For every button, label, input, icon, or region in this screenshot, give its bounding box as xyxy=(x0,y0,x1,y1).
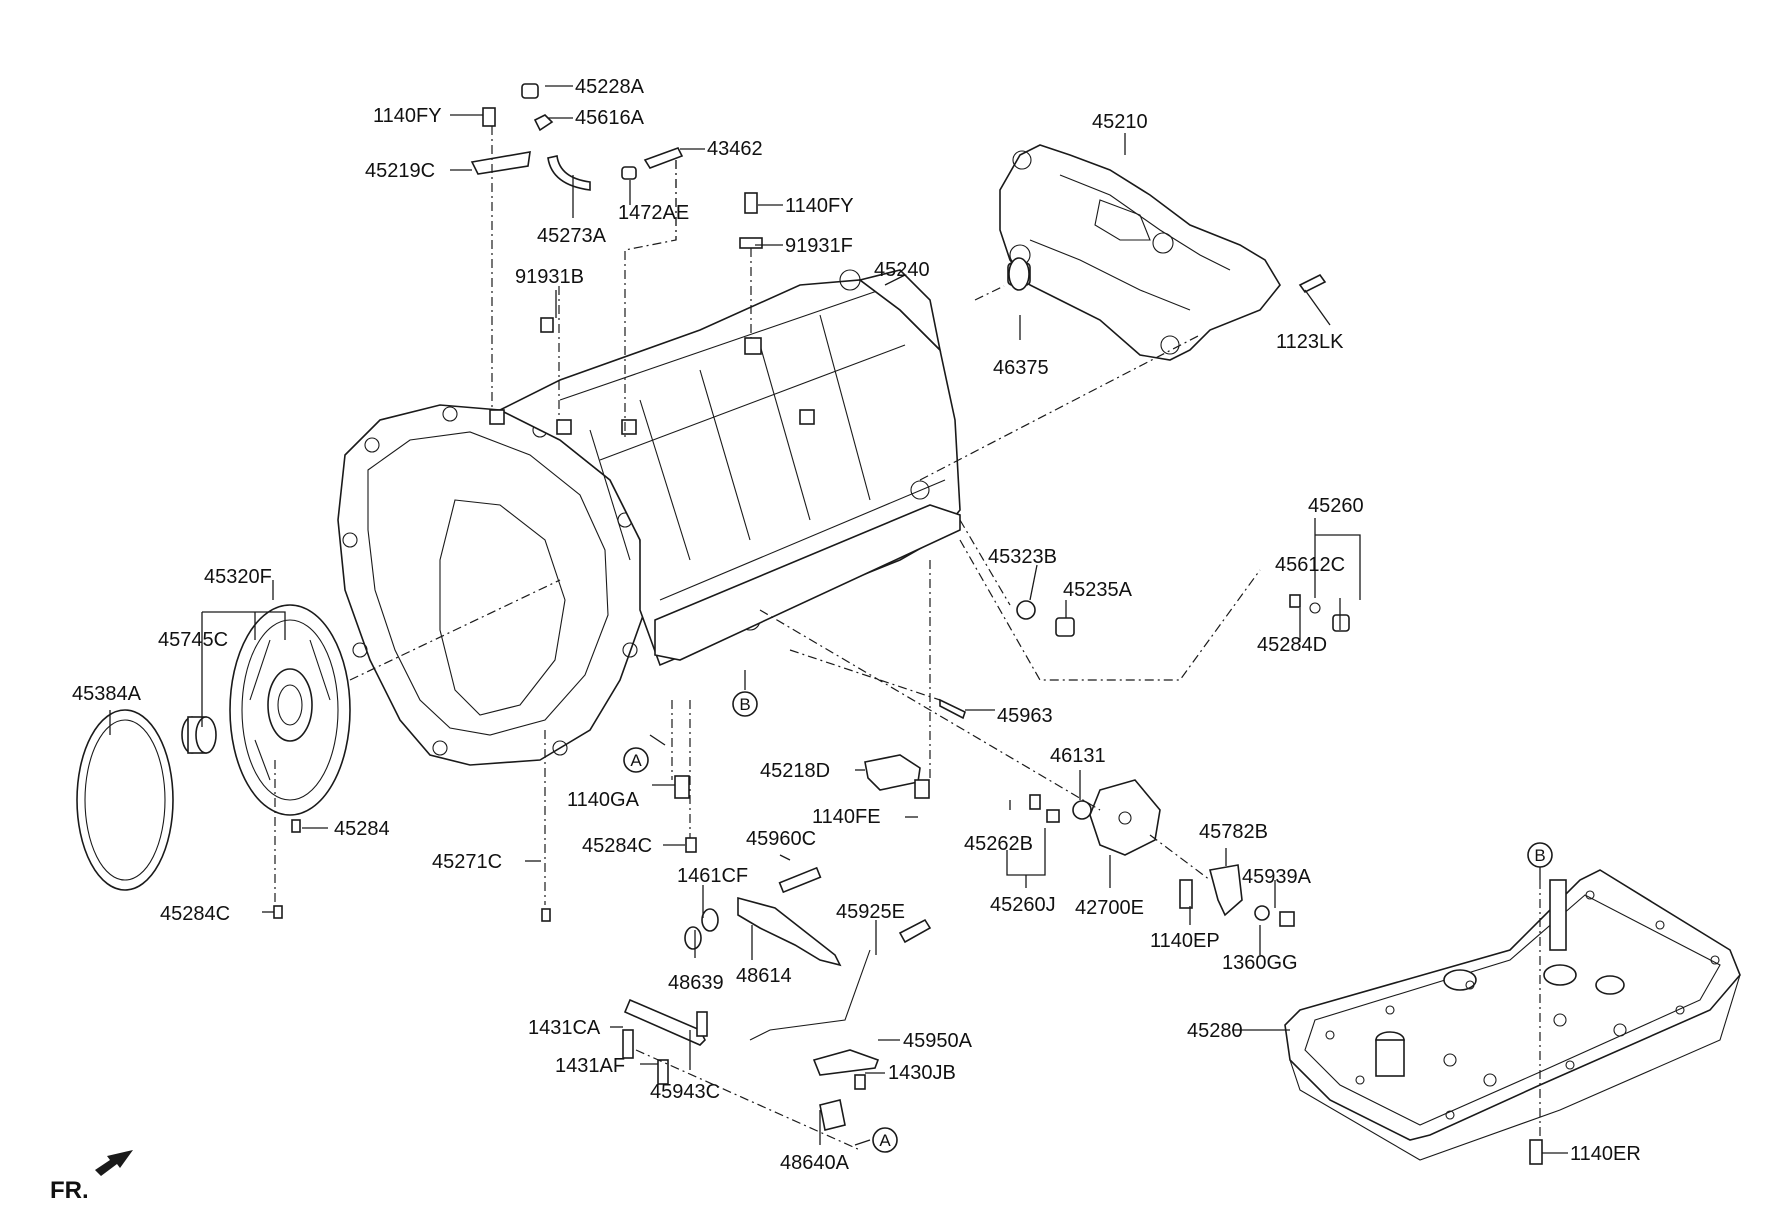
marker-a-lower: A xyxy=(872,1127,898,1153)
label-46131: 46131 xyxy=(1050,745,1106,767)
label-48640A: 48640A xyxy=(780,1152,850,1174)
pins-bottom-left[interactable] xyxy=(273,698,966,922)
pump-bushing[interactable] xyxy=(181,716,217,754)
oil-pump-assembly[interactable] xyxy=(229,604,351,816)
label-45782B: 45782B xyxy=(1199,821,1268,843)
label-45219C: 45219C xyxy=(365,160,435,182)
leader-lines xyxy=(109,85,1568,1154)
label-42700E: 42700E xyxy=(1075,897,1144,919)
position-sensor[interactable] xyxy=(1029,779,1161,856)
pump-seal-ring[interactable] xyxy=(76,709,174,891)
label-45745C: 45745C xyxy=(158,629,228,651)
fr-label: FR. xyxy=(50,1177,89,1204)
part-labels: 45228A 1140FY 45616A 43462 45219C 1472AE… xyxy=(72,76,1641,1174)
label-45273A: 45273A xyxy=(537,225,607,247)
label-45235A: 45235A xyxy=(1063,579,1133,601)
label-45218D: 45218D xyxy=(760,760,830,782)
label-45260J: 45260J xyxy=(990,894,1056,916)
label-91931F: 91931F xyxy=(785,235,853,257)
label-48614: 48614 xyxy=(736,965,792,987)
label-45323B: 45323B xyxy=(988,546,1057,568)
label-45210: 45210 xyxy=(1092,111,1148,133)
label-45228A: 45228A xyxy=(575,76,645,98)
label-1472AE: 1472AE xyxy=(618,202,689,224)
label-45284C-low: 45284C xyxy=(160,903,230,925)
bolts-top[interactable] xyxy=(540,192,1327,333)
label-1431CA: 1431CA xyxy=(528,1017,601,1039)
marker-a-lower-label: A xyxy=(879,1131,891,1150)
label-45271C: 45271C xyxy=(432,851,502,873)
label-1430JB: 1430JB xyxy=(888,1062,956,1084)
breather-assembly[interactable] xyxy=(470,83,684,191)
label-45616A: 45616A xyxy=(575,107,645,129)
label-46375: 46375 xyxy=(993,357,1049,379)
label-45284: 45284 xyxy=(334,818,390,840)
label-45284D: 45284D xyxy=(1257,634,1327,656)
label-1140GA: 1140GA xyxy=(567,789,640,811)
label-1461CF: 1461CF xyxy=(677,865,748,887)
label-45950A: 45950A xyxy=(903,1030,973,1052)
assembly-lines xyxy=(274,126,1541,1151)
transmission-case[interactable] xyxy=(337,269,961,766)
label-1140FY-mid: 1140FY xyxy=(785,195,854,217)
marker-b-left: B xyxy=(732,691,758,717)
label-1360GG: 1360GG xyxy=(1222,952,1298,974)
label-1140EP: 1140EP xyxy=(1150,930,1220,952)
label-45925E: 45925E xyxy=(836,901,905,923)
plugs-right[interactable] xyxy=(1016,594,1350,637)
label-1123LK: 1123LK xyxy=(1276,331,1344,353)
label-1431AF: 1431AF xyxy=(555,1055,625,1077)
shift-linkage[interactable] xyxy=(622,866,932,1131)
label-45280: 45280 xyxy=(1187,1020,1243,1042)
label-45612C: 45612C xyxy=(1275,554,1345,576)
label-48639: 48639 xyxy=(668,972,724,994)
label-45320F: 45320F xyxy=(204,566,272,588)
label-1140FY-top: 1140FY xyxy=(373,105,442,127)
label-43462: 43462 xyxy=(707,138,763,160)
drain-bolt[interactable] xyxy=(1529,1139,1543,1165)
label-45963: 45963 xyxy=(997,705,1053,727)
sensor-bracket[interactable] xyxy=(1179,864,1295,927)
label-45943C: 45943C xyxy=(650,1081,720,1103)
bracket-45218D[interactable] xyxy=(864,754,930,799)
marker-b-right-label: B xyxy=(1534,846,1545,865)
label-91931B: 91931B xyxy=(515,266,584,288)
marker-b-right: B xyxy=(1527,842,1553,868)
label-45262B: 45262B xyxy=(964,833,1033,855)
marker-b-left-label: B xyxy=(739,695,750,714)
label-45960C: 45960C xyxy=(746,828,816,850)
label-45260: 45260 xyxy=(1308,495,1364,517)
label-45939A: 45939A xyxy=(1242,866,1312,888)
label-1140FE: 1140FE xyxy=(812,806,881,828)
oil-pan[interactable] xyxy=(1284,869,1741,1161)
marker-a-upper: A xyxy=(623,747,649,773)
marker-a-upper-label: A xyxy=(630,751,642,770)
label-45384A: 45384A xyxy=(72,683,142,705)
front-orientation-indicator: FR. xyxy=(50,1150,133,1204)
label-1140ER: 1140ER xyxy=(1570,1143,1641,1165)
mount-bracket[interactable] xyxy=(999,144,1281,361)
label-45284C-mid: 45284C xyxy=(582,835,652,857)
front-arrow-icon xyxy=(95,1150,133,1176)
label-45240: 45240 xyxy=(874,259,930,281)
